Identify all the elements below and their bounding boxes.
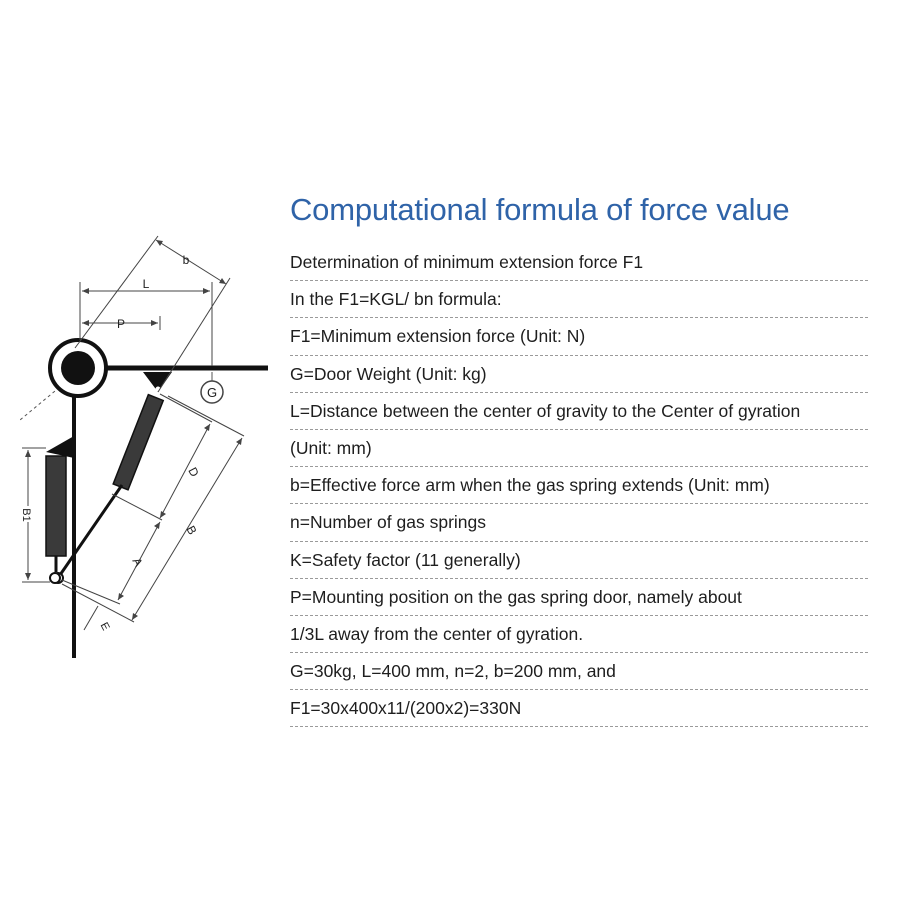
page-title: Computational formula of force value [290, 192, 790, 227]
label-a: A [129, 555, 145, 569]
pivot-center [61, 351, 95, 385]
label-l: L [143, 277, 150, 291]
formula-line: 1/3L away from the center of gyration. [290, 616, 868, 654]
formula-line: (Unit: mm) [290, 430, 868, 468]
formula-line: P=Mounting position on the gas spring do… [290, 579, 868, 616]
formula-line: K=Safety factor (11 generally) [290, 542, 868, 579]
label-e: E [98, 621, 112, 633]
formula-list: Determination of minimum extension force… [290, 244, 868, 728]
dimension-b [155, 239, 227, 285]
center-of-gravity-marker [200, 380, 224, 404]
dimension-d [159, 423, 211, 519]
formula-line: L=Distance between the center of gravity… [290, 393, 868, 430]
gas-spring-extended [52, 393, 165, 584]
formula-line: G=Door Weight (Unit: kg) [290, 356, 868, 393]
formula-line: In the F1=KGL/ bn formula: [290, 281, 868, 319]
label-b: b [183, 253, 190, 267]
dimension-a [117, 521, 161, 601]
label-p: P [117, 317, 125, 331]
formula-line: n=Number of gas springs [290, 504, 868, 542]
label-b-total: B [183, 523, 199, 537]
formula-line: b=Effective force arm when the gas sprin… [290, 467, 868, 505]
frame-bracket [46, 436, 74, 458]
formula-line: G=30kg, L=400 mm, n=2, b=200 mm, and [290, 653, 868, 691]
dimension-b-total [131, 437, 243, 621]
gas-spring-compressed [45, 455, 67, 584]
formula-line: Determination of minimum extension force… [290, 244, 868, 282]
formula-line: F1=30x400x11/(200x2)=330N [290, 690, 868, 728]
door-bracket [143, 372, 172, 392]
label-d: D [185, 465, 202, 480]
label-g: G [207, 385, 217, 400]
formula-line: F1=Minimum extension force (Unit: N) [290, 318, 868, 356]
dimension-e [83, 605, 99, 631]
gas-spring-door-diagram: G L P b D A B E B1 [19, 235, 268, 658]
label-b1: B1 [20, 508, 32, 521]
